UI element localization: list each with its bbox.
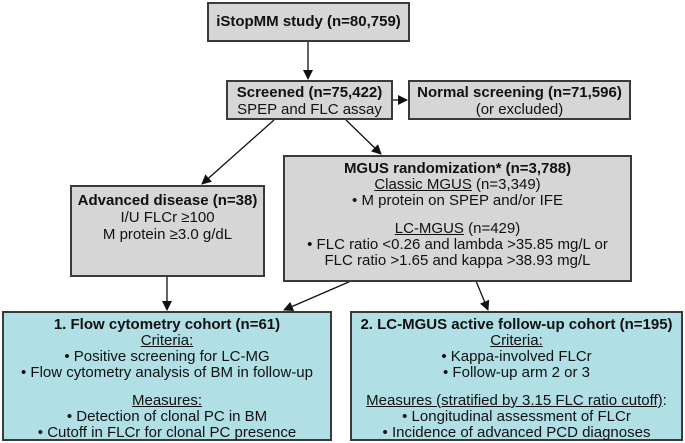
normal-subtitle: (or excluded): [475, 101, 564, 118]
study-title: iStopMM study (n=80,759): [216, 13, 401, 30]
flow-measures-heading: Measures:: [131, 392, 203, 409]
mgus-randomization-box: MGUS randomization* (n=3,788) Classic MG…: [283, 155, 632, 282]
classic-mgus-heading-line: Classic MGUS (n=3,349): [285, 177, 630, 193]
lc-mgus-bullet: • FLC ratio <0.26 and lambda >35.85 mg/L…: [307, 236, 608, 253]
flow-criteria-item: • Positive screening for LC-MG: [64, 348, 270, 365]
lcfollow-measures-suffix: :: [662, 392, 667, 409]
screened-box: Screened (n=75,422) SPEP and FLC assay: [226, 80, 393, 120]
lc-mgus-heading-line: LC-MGUS (n=429): [285, 221, 630, 237]
lcfollow-measures-heading: Measures (stratified by 3.15 FLC ratio c…: [366, 392, 663, 409]
classic-mgus-bullet: • M protein on SPEP and/or IFE: [352, 192, 563, 209]
normal-screening-box: Normal screening (n=71,596) (or excluded…: [408, 80, 631, 120]
flow-measures-item: • Cutoff in FLCr for clonal PC presence: [37, 424, 297, 441]
flow-criteria-heading: Criteria:: [140, 332, 194, 349]
advanced-title: Advanced disease (n=38): [77, 192, 258, 209]
arrow-mgus-to-flow: [283, 280, 352, 312]
classic-mgus-count: (n=3,349): [471, 176, 541, 193]
study-box: iStopMM study (n=80,759): [207, 2, 410, 42]
screened-subtitle: SPEP and FLC assay: [237, 101, 382, 118]
lcfollow-measures-item: • Longitudinal assessment of FLCr: [402, 408, 631, 425]
lcfollow-title: 2. LC-MGUS active follow-up cohort (n=19…: [360, 316, 673, 333]
lcfollow-criteria-item: • Follow-up arm 2 or 3: [443, 364, 590, 381]
screened-title: Screened (n=75,422): [236, 84, 383, 101]
flow-title: 1. Flow cytometry cohort (n=61): [53, 316, 281, 333]
normal-title: Normal screening (n=71,596): [417, 84, 622, 101]
lcfollow-criteria-heading: Criteria:: [490, 332, 543, 349]
lcfollow-measures-heading-line: Measures (stratified by 3.15 FLC ratio c…: [352, 393, 681, 409]
flow-criteria-item: • Flow cytometry analysis of BM in follo…: [20, 364, 313, 381]
lc-mgus-bullet: FLC ratio >1.65 and kappa >38.93 mg/L: [324, 252, 591, 269]
advanced-disease-box: Advanced disease (n=38) I/U FLCr ≥100 M …: [70, 185, 265, 277]
lc-mgus-count: (n=429): [463, 220, 521, 237]
lcfollow-measures-item: • Incidence of advanced PCD diagnoses: [382, 424, 651, 441]
lc-mgus-followup-cohort-box: 2. LC-MGUS active follow-up cohort (n=19…: [350, 311, 683, 441]
arrow-screened-to-mgus: [345, 119, 382, 155]
advanced-line: I/U FLCr ≥100: [120, 209, 215, 226]
arrow-screened-to-advanced: [201, 119, 275, 185]
lc-mgus-heading: LC-MGUS: [394, 220, 464, 237]
mgus-title: MGUS randomization* (n=3,788): [343, 160, 572, 177]
flow-cytometry-cohort-box: 1. Flow cytometry cohort (n=61) Criteria…: [2, 311, 332, 441]
arrow-mgus-to-lcfollow: [475, 280, 490, 311]
lcfollow-criteria-item: • Kappa-involved FLCr: [441, 348, 592, 365]
flow-measures-item: • Detection of clonal PC in BM: [66, 408, 268, 425]
advanced-line: M protein ≥3.0 g/dL: [102, 226, 233, 243]
classic-mgus-heading: Classic MGUS: [374, 176, 472, 193]
